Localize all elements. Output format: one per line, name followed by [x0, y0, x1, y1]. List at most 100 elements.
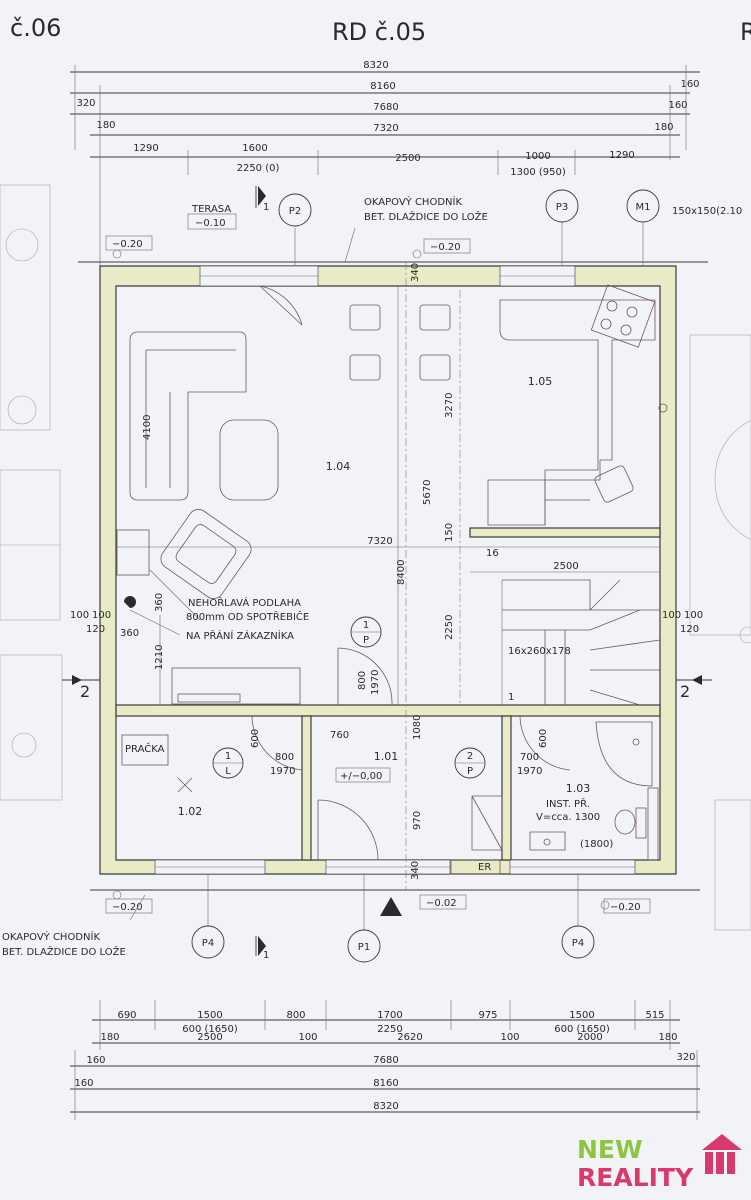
inst-1: INST. PŘ. [546, 797, 590, 810]
bdim-1500-a: 1500 [197, 1010, 222, 1021]
dim-7680-top: 7680 [373, 102, 398, 113]
room-1-02: 1.02 [178, 805, 203, 818]
bdim-8320: 8320 [373, 1101, 398, 1112]
bdim-180-a: 180 [100, 1032, 119, 1043]
bdim-2620: 2620 [397, 1032, 422, 1043]
title-center: RD č.05 [332, 18, 426, 46]
dining-chairs [349, 304, 451, 381]
sofa-corner [129, 331, 247, 501]
dim-320-left: 320 [76, 98, 95, 109]
door-2-num: 2 [467, 751, 473, 762]
dim-1000: 1000 [525, 151, 550, 162]
okap-top-1: OKAPOVÝ CHODNÍK [364, 195, 462, 208]
logo-line1: NEW [577, 1135, 643, 1164]
section-marker-left [62, 675, 100, 685]
door-l-type: L [225, 766, 231, 777]
terasa-label: TERASA [191, 204, 231, 215]
section-marker-right [676, 675, 712, 685]
door-2-type: P [467, 766, 473, 777]
dim-100-b: 100 [92, 610, 111, 621]
bdim-800: 800 [286, 1010, 305, 1021]
wall-h-mid [115, 704, 661, 717]
dim-360-b: 360 [120, 628, 139, 639]
bdim-160-b: 160 [74, 1078, 93, 1089]
door-2-w: 700 [520, 752, 539, 763]
tag-circles [191, 189, 660, 963]
entrance-arrow-icon [380, 897, 402, 916]
bdim-100-b: 100 [500, 1032, 519, 1043]
er-label: ER [478, 862, 491, 873]
floor-level: +/−0,00 [340, 771, 382, 782]
room-1-01: 1.01 [374, 750, 399, 763]
bdim-180-b: 180 [658, 1032, 677, 1043]
level-top-left: −0.20 [112, 239, 143, 250]
bdim-515: 515 [645, 1010, 664, 1021]
dim-760: 760 [330, 730, 349, 741]
bdim-2500: 2500 [197, 1032, 222, 1043]
dim-180-left: 180 [96, 120, 115, 131]
stairs-1: 1 [508, 692, 514, 703]
wall-v-2 [501, 715, 512, 861]
er-box [449, 859, 501, 875]
okap-bot-2: BET. DLAŽDICE DO LOŽE [2, 945, 126, 958]
logo-line2: REALITY [577, 1163, 694, 1192]
dim-4100: 4100 [142, 415, 153, 440]
tv-unit [177, 693, 241, 703]
dim-340-b: 340 [410, 861, 421, 880]
door-1-num: 1 [363, 620, 369, 631]
level-bot-left: −0.20 [112, 902, 143, 913]
door-1-w: 800 [357, 671, 368, 690]
door-2-h: 1970 [517, 766, 542, 777]
logo-house-icon [702, 1134, 742, 1174]
section-arrow-bottom [255, 936, 266, 956]
dim-7320-inner: 7320 [367, 536, 392, 547]
section-left-label: 2 [80, 682, 90, 701]
dim-360-a: 360 [154, 593, 165, 612]
level-top-mid: −0.20 [430, 242, 461, 253]
section-arrow-top [255, 186, 266, 208]
inst-2: V=cca. 1300 [536, 812, 600, 823]
nehorlava-leader-1 [149, 569, 201, 621]
doors [251, 285, 571, 861]
dim-160-a: 160 [680, 79, 699, 90]
title-right: R [740, 18, 751, 46]
dim-7320-top: 7320 [373, 123, 398, 134]
okap-bot-1: OKAPOVÝ CHODNÍK [2, 930, 100, 943]
nehorlava-leader-2 [129, 609, 181, 636]
inst-3: (1800) [580, 839, 613, 850]
dim-970: 970 [412, 811, 423, 830]
room-1-05: 1.05 [528, 375, 553, 388]
dim-100-a: 100 [70, 610, 89, 621]
dim-160-b: 160 [668, 100, 687, 111]
tag-p4-right: P4 [572, 938, 584, 949]
tag-p1: P1 [358, 942, 370, 953]
level-boxes [105, 213, 651, 914]
okap-top-2: BET. DLAŽDICE DO LOŽE [364, 210, 488, 223]
stairs-label: 16x260x178 [508, 646, 571, 657]
staircase [501, 579, 661, 706]
dim-1290-a: 1290 [133, 143, 158, 154]
dim-1080: 1080 [412, 715, 423, 740]
bdim-8160: 8160 [373, 1078, 398, 1089]
tag-p3: P3 [556, 202, 568, 213]
room-1-03: 1.03 [566, 782, 591, 795]
stairs-16: 16 [486, 548, 499, 559]
section-bot-num: 1 [263, 950, 269, 961]
neighbor-left [0, 184, 63, 801]
dim-1300-950: 1300 (950) [510, 167, 566, 178]
bdim-975: 975 [478, 1010, 497, 1021]
section-top-num: 1 [263, 202, 269, 213]
dim-3270: 3270 [444, 393, 455, 418]
drain-mid [412, 249, 422, 259]
door-l-h: 1970 [270, 766, 295, 777]
wall-kitchen [469, 527, 661, 538]
bdim-2000: 2000 [577, 1032, 602, 1043]
dim-1600: 1600 [242, 143, 267, 154]
bdim-100-a: 100 [298, 1032, 317, 1043]
dim-150: 150 [444, 523, 455, 542]
bdim-2250: 2250 [377, 1024, 402, 1035]
dim-8160-top: 8160 [370, 81, 395, 92]
dim-180-right: 180 [654, 122, 673, 133]
sensor-icon [124, 596, 136, 608]
